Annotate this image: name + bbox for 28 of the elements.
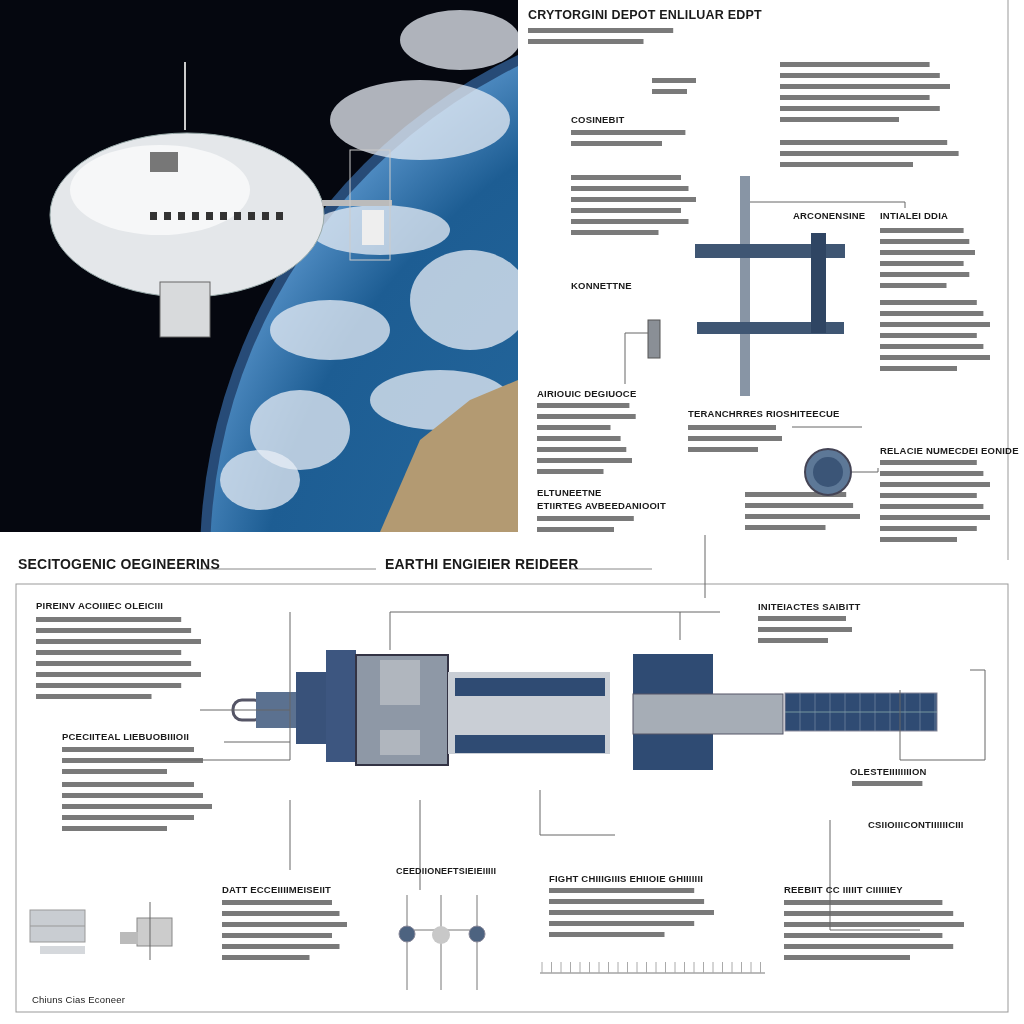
title: CRYTORGINI DEPOT ENLILUAR EDPT [528,8,762,22]
leader-line [749,201,906,209]
heading-text: CEEDIIONEFTSIEIEIIIII [396,866,497,876]
heading-text: DATT ECCEIIIIMEISEIIT [222,884,332,895]
leader-line [851,467,879,473]
heading-text: FIGHT CHIIIGIIIS EHIIOIE GHIIIIIII [549,873,704,884]
heading-text: PCECIITEAL LIEBUOBIIIOII [62,731,190,742]
heading-text: KONNETTNE [571,280,632,291]
docking-ring-drawing [804,448,852,496]
heading-text: INITEIACTES SAIBITT [758,601,861,612]
heading-text: ELTUNEETNE [537,487,602,498]
heading-text: RELACIE NUMECDEI EONIDE [880,445,1019,456]
heading-text: INTIALEI DDIA [880,210,949,221]
heading-text: AIRIOUIC DEGIUOCE [537,388,637,399]
heading-text: COSINEBIT [571,114,625,125]
heading-text: CSIIOIIICONTIIIIIICIII [868,819,964,830]
heading-text: ARCONENSINE [793,210,866,221]
heading-text: PIREINV ACOIIIEC OLEICIII [36,600,164,611]
heading-text: OLESTEIIIIIIIION [850,766,927,777]
leader-line [791,426,863,428]
section-heading: SECITOGENIC OEGINEERINS [18,556,220,572]
section-heading: EARTHI ENGIEIER REIDEER [385,556,579,572]
footer-text: Chiuns Cias Econeer [32,994,126,1005]
heading-text: REEBIIT CC IIIIIT CIIIIIIEY [784,884,903,895]
heading-text: ETIIRTEG AVBEEDANIOOIT [537,500,666,511]
heading-text: TERANCHRRES RIOSHITEECUE [688,408,840,419]
module-block [647,319,661,359]
leader-line [624,332,649,385]
